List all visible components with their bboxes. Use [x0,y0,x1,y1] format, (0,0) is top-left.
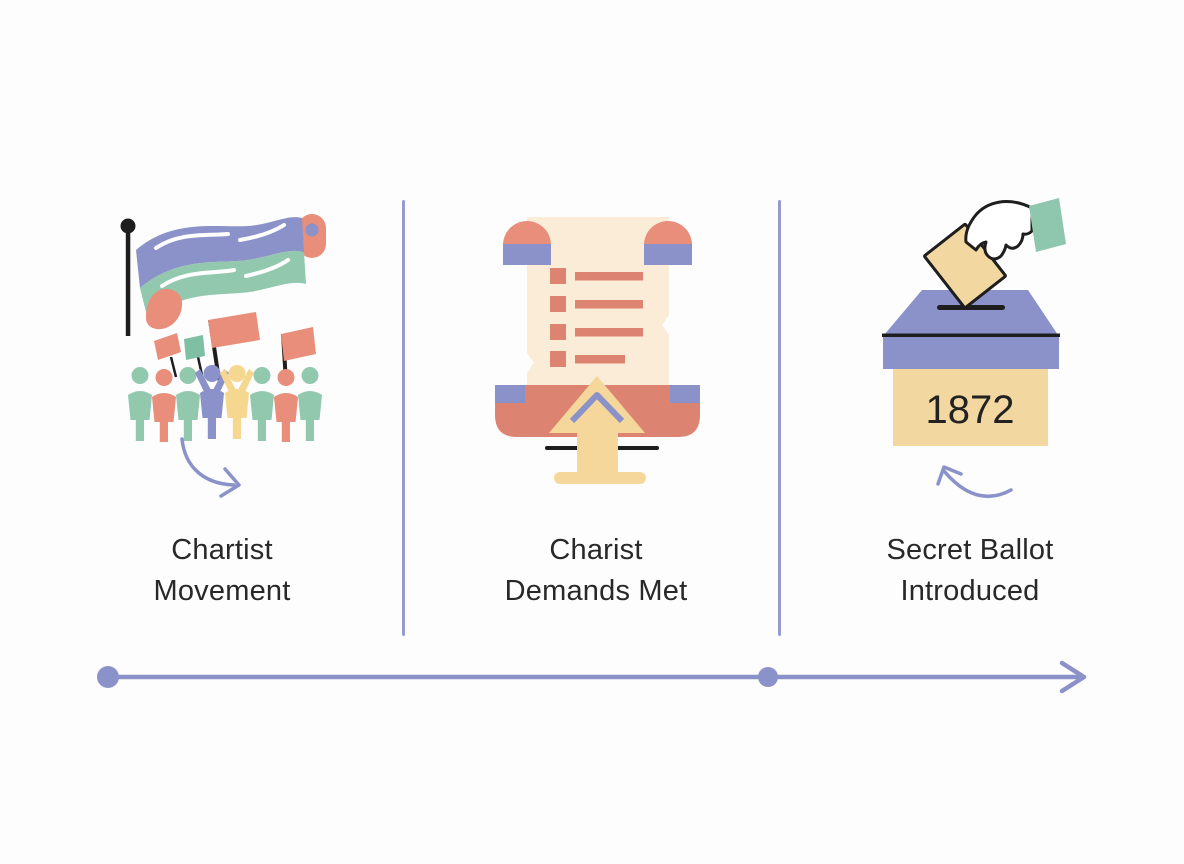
sleeve-cuff [1029,198,1066,252]
person-icon [176,367,200,441]
panel-divider [778,200,781,636]
demands-checklist [550,268,643,367]
hand-icon [964,200,1034,261]
panel-label-secret-ballot-introduced: Secret Ballot Introduced [810,530,1130,612]
person-icon [128,367,152,441]
curved-arrow-up-left-icon [936,465,1013,499]
protest-banner-and-crowd-icon [120,214,326,442]
panel-label-line1: Secret Ballot [886,534,1054,566]
panel-label-line2: Movement [153,575,291,607]
panel-divider [402,200,405,636]
timeline-arrowhead-icon [1059,660,1087,694]
panel-label-line2: Demands Met [504,575,688,607]
scroll-with-demands-checklist-icon [495,217,700,484]
crowd-flags-icon [154,312,316,383]
scroll-roll-ends [503,221,692,265]
person-cheering-icon [220,365,254,439]
ballot-slot [937,305,1005,310]
panel-label-line1: Chartist [171,534,273,566]
timeline-arrow [97,660,1087,694]
ballot-box-rim [883,337,1059,369]
upward-arrow-icon [545,376,659,484]
hand-voting-ballot-box-icon: 1872 [882,198,1066,499]
timeline-dot-start [97,666,119,688]
person-icon [250,367,274,441]
panel-label-line2: Introduced [900,575,1040,607]
crowd-icon [128,365,322,442]
panel-label-charist-demands-met: Charist Demands Met [436,530,756,612]
ballot-box-year: 1872 [926,388,1015,432]
person-icon [298,367,322,441]
panel-label-chartist-movement: Chartist Movement [62,530,382,612]
banner-pole [120,218,136,336]
curved-arrow-down-right-icon [180,437,241,498]
wavy-banner-icon [136,214,326,330]
person-icon [274,369,298,442]
timeline-dot-mid [758,667,778,687]
ballot-box-body [893,369,1048,446]
panel-label-line1: Charist [549,534,643,566]
ballot-box-lid [884,290,1058,335]
